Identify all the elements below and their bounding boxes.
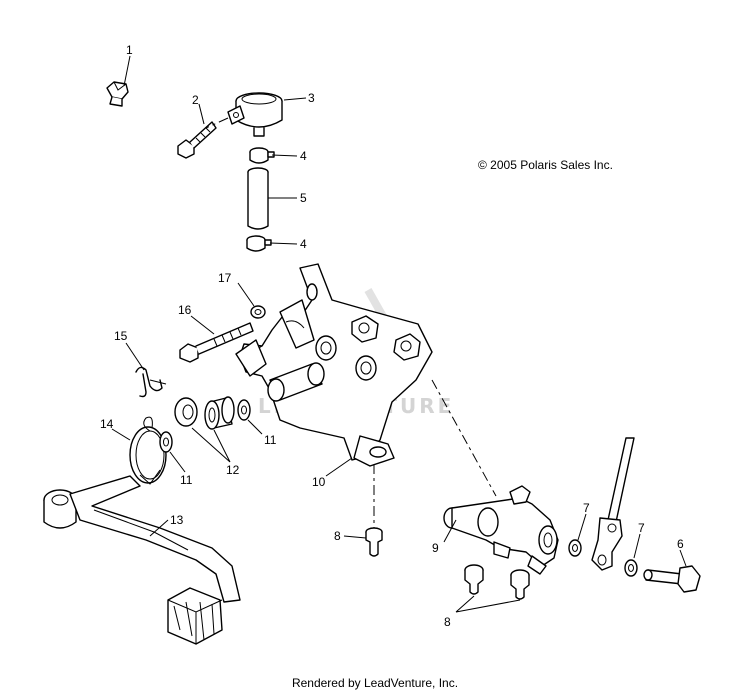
part-4-clamp-upper: [249, 147, 275, 164]
part-5-hose: [247, 167, 269, 230]
part-6-bolt: [643, 565, 701, 593]
part-1-clip: [106, 81, 129, 107]
callout-2: 2: [192, 93, 199, 107]
callout-12: 12: [226, 463, 240, 477]
part-8-bolt-lower-b: [510, 569, 530, 600]
part-12-bushing-b: [204, 396, 235, 430]
part-13-brake-pedal: [43, 475, 241, 645]
part-14-spring: [129, 416, 167, 485]
callout-11-right: 11: [264, 433, 277, 447]
callout-1: 1: [126, 43, 133, 57]
part-12-bushing-a: [174, 397, 198, 427]
part-17-washer: [250, 305, 266, 319]
callout-17: 17: [218, 271, 232, 285]
callout-8-lower: 8: [444, 615, 451, 629]
callout-labels: 1 2 3 4 5 4 17 16 15 14 11 12 11 10 13 8…: [100, 43, 684, 629]
part-10-bracket: [235, 263, 433, 467]
callout-11-left: 11: [180, 473, 193, 487]
part-9-master-cylinder: [443, 485, 559, 575]
part-11-washer-left: [159, 431, 173, 453]
part-8-bolt-upper: [365, 527, 383, 557]
callout-4-lower: 4: [300, 237, 307, 251]
callout-8-upper: 8: [334, 529, 341, 543]
part-8-bolt-lower-a: [464, 564, 484, 595]
callout-9: 9: [432, 541, 439, 555]
part-16-bolt: [179, 322, 254, 363]
callout-6: 6: [677, 537, 684, 551]
brake-rod-clevis: [591, 437, 635, 571]
part-2-screw: [177, 121, 217, 159]
copyright-notice: © 2005 Polaris Sales Inc.: [478, 158, 613, 172]
callout-7-left: 7: [583, 501, 590, 515]
part-4-clamp-lower: [246, 235, 272, 252]
callout-10: 10: [312, 475, 326, 489]
callout-15: 15: [114, 329, 128, 343]
footer-credit: Rendered by LeadVenture, Inc.: [291, 676, 459, 690]
callout-16: 16: [178, 303, 192, 317]
leader-lines: [111, 55, 687, 613]
part-15-spring-clip: [135, 366, 167, 398]
callout-7-right: 7: [638, 521, 645, 535]
assembly-line-bracket: [431, 379, 497, 497]
part-11-washer-right: [237, 399, 251, 421]
callout-14: 14: [100, 417, 114, 431]
callout-3: 3: [308, 91, 315, 105]
callout-4-upper: 4: [300, 149, 307, 163]
part-3-reservoir: [205, 92, 283, 137]
part-7-washer-right: [624, 559, 638, 577]
callout-5: 5: [300, 191, 307, 205]
callout-13: 13: [170, 513, 184, 527]
part-7-washer-left: [568, 539, 582, 557]
